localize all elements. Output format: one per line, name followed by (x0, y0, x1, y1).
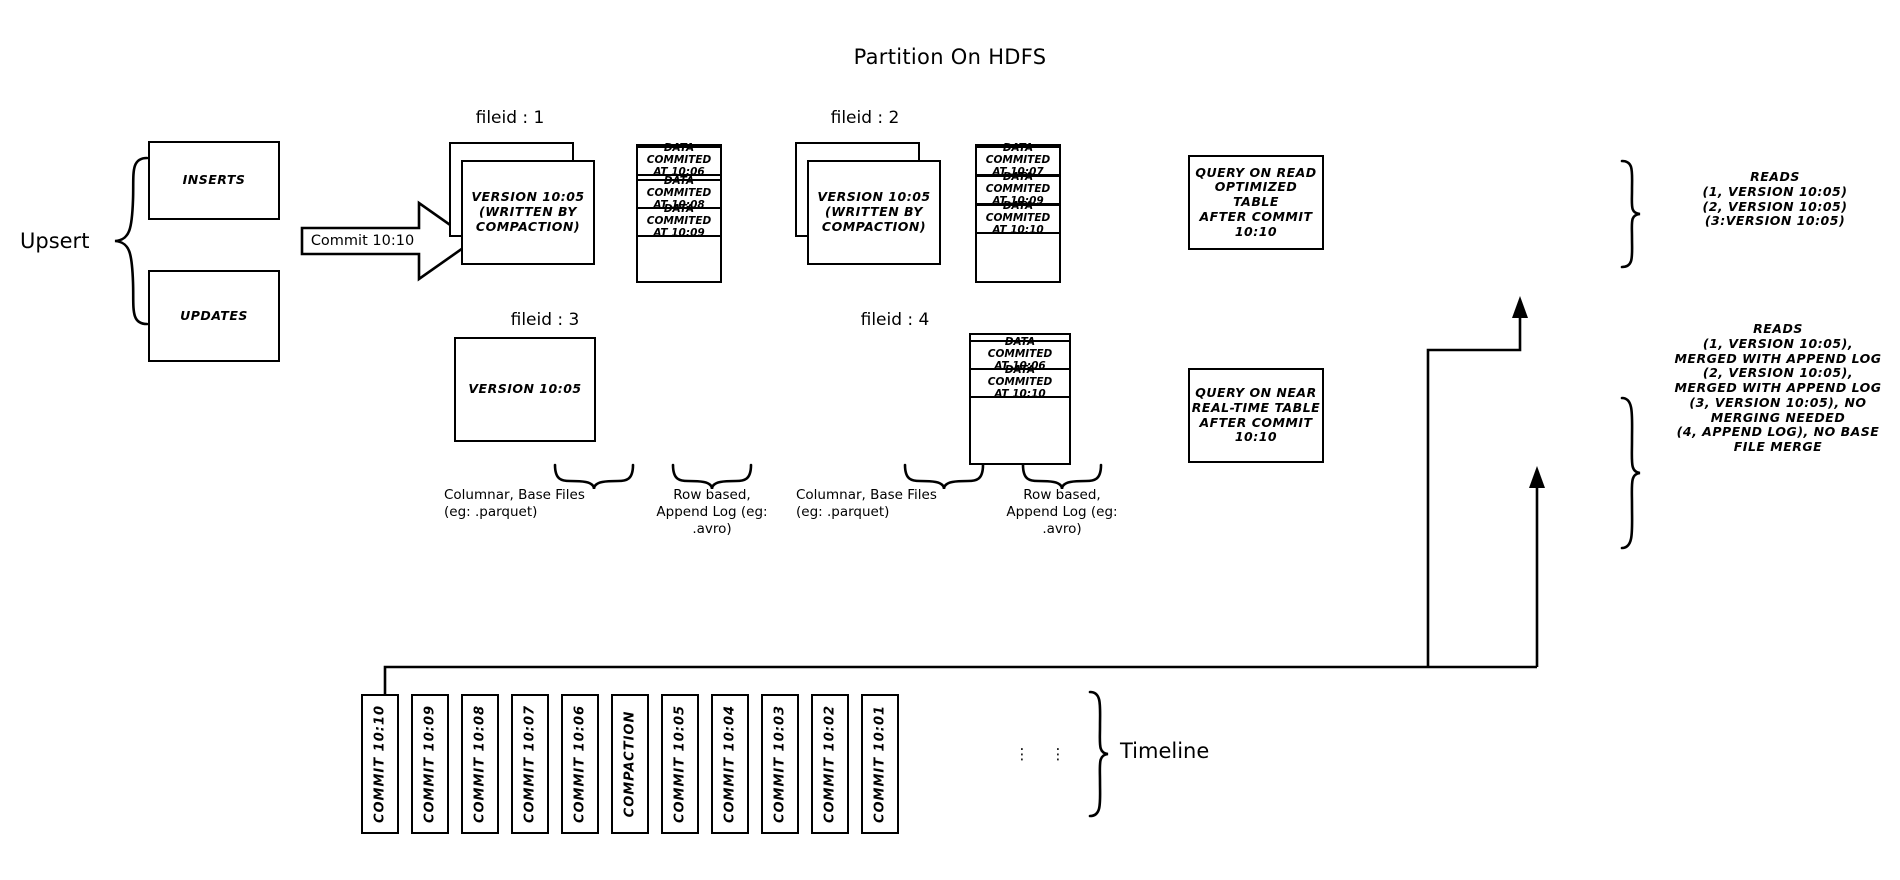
brace-reads-1 (1620, 159, 1641, 269)
timeline-item-label: COMMIT 10:01 (872, 704, 888, 824)
timeline-item[interactable]: COMPACTION (611, 694, 649, 834)
arrow-head-read-optimized (1512, 296, 1528, 318)
query-near-real-time-box: QUERY ON NEAR REAL-TIME TABLE AFTER COMM… (1188, 368, 1324, 463)
inserts-label: INSERTS (182, 172, 246, 188)
log-entry-text: DATA COMMITED AT 10:10 (987, 364, 1053, 400)
caption-columnar-2: Columnar, Base Files (eg: .parquet) (796, 487, 937, 520)
timeline-item[interactable]: COMMIT 10:09 (411, 694, 449, 834)
timeline-item[interactable]: COMMIT 10:06 (561, 694, 599, 834)
caption-rowlog-1: Row based, Append Log (eg: .avro) (656, 487, 768, 537)
query-read-optimized-box: QUERY ON READ OPTIMIZED TABLE AFTER COMM… (1188, 155, 1324, 250)
page-title: Partition On HDFS (853, 45, 1047, 69)
caption-columnar-1: Columnar, Base Files (eg: .parquet) (444, 487, 585, 520)
fileid-1-label: fileid : 1 (475, 108, 545, 128)
commit-arrow-label: Commit 10:10 (310, 233, 415, 249)
timeline-item[interactable]: COMMIT 10:02 (811, 694, 849, 834)
fileid-1-base-file-text: VERSION 10:05 (WRITTEN BY COMPACTION) (471, 189, 585, 234)
timeline-brace (1088, 690, 1109, 818)
fileid-4-log-entry-0: DATA COMMITED AT 10:06 (969, 336, 1071, 372)
fileid-3-label: fileid : 3 (510, 310, 580, 330)
timeline-item-label: COMMIT 10:10 (372, 704, 388, 824)
reads-read-optimized: READS (1, VERSION 10:05) (2, VERSION 10:… (1702, 169, 1848, 229)
fileid-2-log-entry-0: DATA COMMITED AT 10:07 (975, 142, 1061, 178)
query-read-optimized-text: QUERY ON READ OPTIMIZED TABLE AFTER COMM… (1195, 164, 1317, 239)
inserts-box: INSERTS (148, 141, 280, 220)
log-entry-text: DATA COMMITED AT 10:06 (987, 336, 1053, 372)
timeline-label: Timeline (1120, 739, 1210, 763)
timeline-item-label: COMMIT 10:05 (672, 704, 688, 824)
reads-near-real-time: READS (1, VERSION 10:05), MERGED WITH AP… (1674, 321, 1882, 454)
caption-rowlog-2: Row based, Append Log (eg: .avro) (1006, 487, 1118, 537)
fileid-1-log-entry-2: DATA COMMITED AT 10:09 (636, 203, 722, 239)
log-entry-text: DATA COMMITED AT 10:06 (646, 142, 712, 178)
brace-rowlog-2 (1021, 463, 1103, 490)
timeline-ellipsis-1: ⋮ (1014, 745, 1030, 763)
timeline-item-label: COMPACTION (622, 710, 638, 818)
fileid-3-base-file-text: VERSION 10:05 (468, 381, 582, 397)
timeline-item-label: COMMIT 10:08 (472, 704, 488, 824)
fileid-4-log-entry-1: DATA COMMITED AT 10:10 (969, 364, 1071, 400)
updates-box: UPDATES (148, 270, 280, 362)
timeline-item[interactable]: COMMIT 10:04 (711, 694, 749, 834)
log-entry-text: DATA COMMITED AT 10:10 (985, 200, 1051, 236)
log-entry-text: DATA COMMITED AT 10:09 (646, 203, 712, 239)
fileid-2-log-entry-2: DATA COMMITED AT 10:10 (975, 200, 1061, 236)
arrow-head-near-real-time (1529, 466, 1545, 488)
timeline-item-label: COMMIT 10:07 (522, 704, 538, 824)
timeline-item-label: COMMIT 10:03 (772, 704, 788, 824)
fileid-3-base-file: VERSION 10:05 (454, 337, 596, 442)
timeline-riser-ro (1426, 310, 1522, 667)
fileid-1-base-file: VERSION 10:05 (WRITTEN BY COMPACTION) (461, 160, 595, 265)
query-near-real-time-text: QUERY ON NEAR REAL-TIME TABLE AFTER COMM… (1191, 385, 1321, 445)
brace-columnar-2 (903, 463, 985, 490)
timeline-item[interactable]: COMMIT 10:10 (361, 694, 399, 834)
timeline-item[interactable]: COMMIT 10:08 (461, 694, 499, 834)
upsert-label: Upsert (20, 229, 90, 253)
timeline-item[interactable]: COMMIT 10:07 (511, 694, 549, 834)
timeline-item-label: COMMIT 10:04 (722, 704, 738, 824)
timeline-item-label: COMMIT 10:09 (422, 704, 438, 824)
timeline-ellipsis-2: ⋮ (1050, 745, 1066, 763)
timeline-item[interactable]: COMMIT 10:03 (761, 694, 799, 834)
brace-rowlog-1 (671, 463, 753, 490)
timeline-item-label: COMMIT 10:02 (822, 704, 838, 824)
fileid-4-label: fileid : 4 (860, 310, 930, 330)
fileid-2-base-file-text: VERSION 10:05 (WRITTEN BY COMPACTION) (817, 189, 931, 234)
brace-reads-2 (1620, 396, 1641, 550)
timeline-item[interactable]: COMMIT 10:05 (661, 694, 699, 834)
log-entry-text: DATA COMMITED AT 10:09 (985, 171, 1051, 207)
log-entry-text: DATA COMMITED AT 10:07 (985, 142, 1051, 178)
fileid-1-log-entry-0: DATA COMMITED AT 10:06 (636, 142, 722, 178)
fileid-2-label: fileid : 2 (830, 108, 900, 128)
brace-columnar-1 (553, 463, 635, 490)
timeline-to-queries-line (383, 665, 1537, 694)
timeline-item-label: COMMIT 10:06 (572, 704, 588, 824)
updates-label: UPDATES (180, 307, 248, 323)
timeline-item[interactable]: COMMIT 10:01 (861, 694, 899, 834)
fileid-2-base-file: VERSION 10:05 (WRITTEN BY COMPACTION) (807, 160, 941, 265)
log-entry-text: DATA COMMITED AT 10:08 (646, 175, 712, 211)
